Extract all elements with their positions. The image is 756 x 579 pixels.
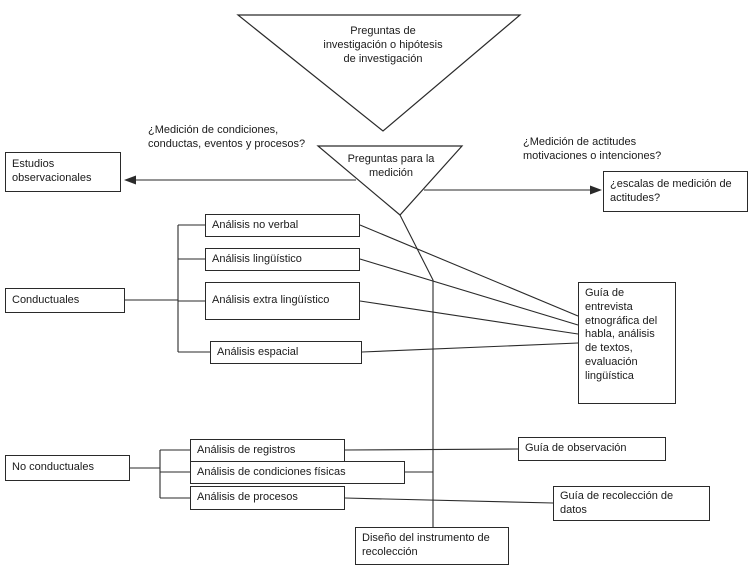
question-left-label: ¿Medición de condiciones, conductas, eve… (148, 124, 306, 151)
box-guia-entrevista-etnografica: Guía de entrevista etnográfica del habla… (578, 282, 676, 404)
box-guia-recoleccion-datos: Guía de recolección de datos (553, 486, 710, 521)
box-analisis-no-verbal: Análisis no verbal (205, 214, 360, 237)
box-analisis-registros: Análisis de registros (190, 439, 345, 462)
box-analisis-extra-linguistico: Análisis extra lingüístico (205, 282, 360, 320)
box-analisis-procesos: Análisis de procesos (190, 486, 345, 510)
box-guia-observacion: Guía de observación (518, 437, 666, 461)
box-no-conductuales: No conductuales (5, 455, 130, 481)
top-triangle-label: Preguntas de investigación o hipótesis d… (323, 25, 443, 66)
mid-triangle-shape (316, 145, 464, 216)
box-conductuales: Conductuales (5, 288, 125, 313)
right-arrowhead-icon (590, 185, 602, 195)
box-estudios-observacionales: Estudios observacionales (5, 152, 121, 192)
box-escalas-medicion-actitudes: ¿escalas de medición de actitudes? (603, 171, 748, 212)
question-right-label: ¿Medición de actitudes motivaciones o in… (523, 136, 662, 163)
mid-triangle-label: Preguntas para la medición (347, 153, 435, 180)
left-arrowhead-icon (124, 175, 136, 185)
box-analisis-linguistico: Análisis lingüístico (205, 248, 360, 271)
box-analisis-espacial: Análisis espacial (210, 341, 362, 364)
top-triangle-shape (236, 14, 522, 132)
box-analisis-condiciones-fisicas: Análisis de condiciones físicas (190, 461, 405, 484)
box-diseno-instrumento: Diseño del instrumento de recolección (355, 527, 509, 565)
